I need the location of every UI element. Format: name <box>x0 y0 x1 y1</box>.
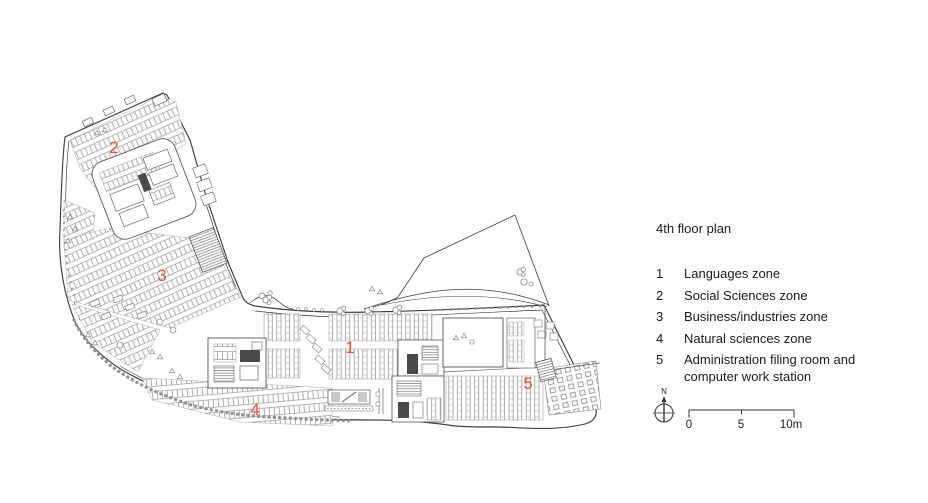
legend-item-3: 3 Business/industries zone <box>656 308 896 325</box>
zone-marker-3: 3 <box>157 266 166 285</box>
north-label: N <box>661 387 667 396</box>
upper-wing-core <box>81 92 228 273</box>
elevator-shaft <box>137 172 152 193</box>
legend-item-number: 1 <box>656 266 664 281</box>
scale-tick-5: 5 <box>738 419 744 431</box>
zone-marker-1: 1 <box>345 338 354 357</box>
bookshelf-areas <box>63 95 602 427</box>
escalator <box>324 388 384 414</box>
zone5-workstations <box>542 360 602 416</box>
scale-bar: 0 5 10m <box>686 409 802 431</box>
north-compass-icon: N <box>653 387 675 423</box>
legend-item-label: Natural sciences zone <box>684 330 812 346</box>
shelves-zone1-c <box>328 313 433 342</box>
shelves-zone1-a <box>263 313 301 342</box>
canopy-roof <box>363 214 550 310</box>
legend-item-label: Social Sciences zone <box>684 287 808 303</box>
shelves-zone1-b <box>263 348 301 379</box>
shrub-edge <box>72 318 354 423</box>
legend-item-label: Business/industries zone <box>684 309 828 324</box>
stairs <box>421 345 439 361</box>
right-core <box>391 339 445 423</box>
shelves-bend <box>71 303 161 373</box>
legend-item-number: 2 <box>656 287 664 303</box>
legend-list: 1 Languages zone 2 Social Sciences zone … <box>656 265 896 385</box>
legend-panel: 4th floor plan 1 Languages zone 2 Social… <box>656 220 896 390</box>
reading-tables <box>89 294 332 375</box>
legend-item-2: 2 Social Sciences zone <box>656 287 896 304</box>
zone-marker-4: 4 <box>250 400 259 419</box>
legend-item-label: Languages zone <box>684 266 781 281</box>
shelves-zone5-filing <box>445 375 544 421</box>
legend-item-number: 3 <box>656 309 664 324</box>
scale-tick-0: 0 <box>686 419 692 431</box>
shelves-zone4 <box>141 377 333 427</box>
legend-item-4: 4 Natural sciences zone <box>656 330 896 347</box>
legend-item-label: Administration filing room and computer … <box>684 352 856 384</box>
legend-item-1: 1 Languages zone <box>656 265 896 282</box>
legend-item-number: 5 <box>656 352 664 367</box>
elevator-shaft <box>240 350 260 362</box>
stairs <box>213 365 235 383</box>
center-core <box>207 337 267 389</box>
main-stair <box>188 227 228 273</box>
tree-icon <box>516 266 527 277</box>
column-dots <box>62 209 545 423</box>
entry-ribbon <box>249 290 324 312</box>
elevator-shaft <box>407 354 418 374</box>
legend-item-number: 4 <box>656 330 664 346</box>
legend-item-5: 5 Administration filing room and compute… <box>656 351 896 385</box>
zone-marker-5: 5 <box>523 374 532 393</box>
zone-markers: 1 2 3 4 5 <box>109 138 532 419</box>
big-room <box>442 306 601 383</box>
plan-title: 4th floor plan <box>656 221 732 236</box>
zone-marker-2: 2 <box>109 138 118 157</box>
stairs <box>535 357 557 383</box>
scale-tick-10m: 10m <box>780 419 802 431</box>
